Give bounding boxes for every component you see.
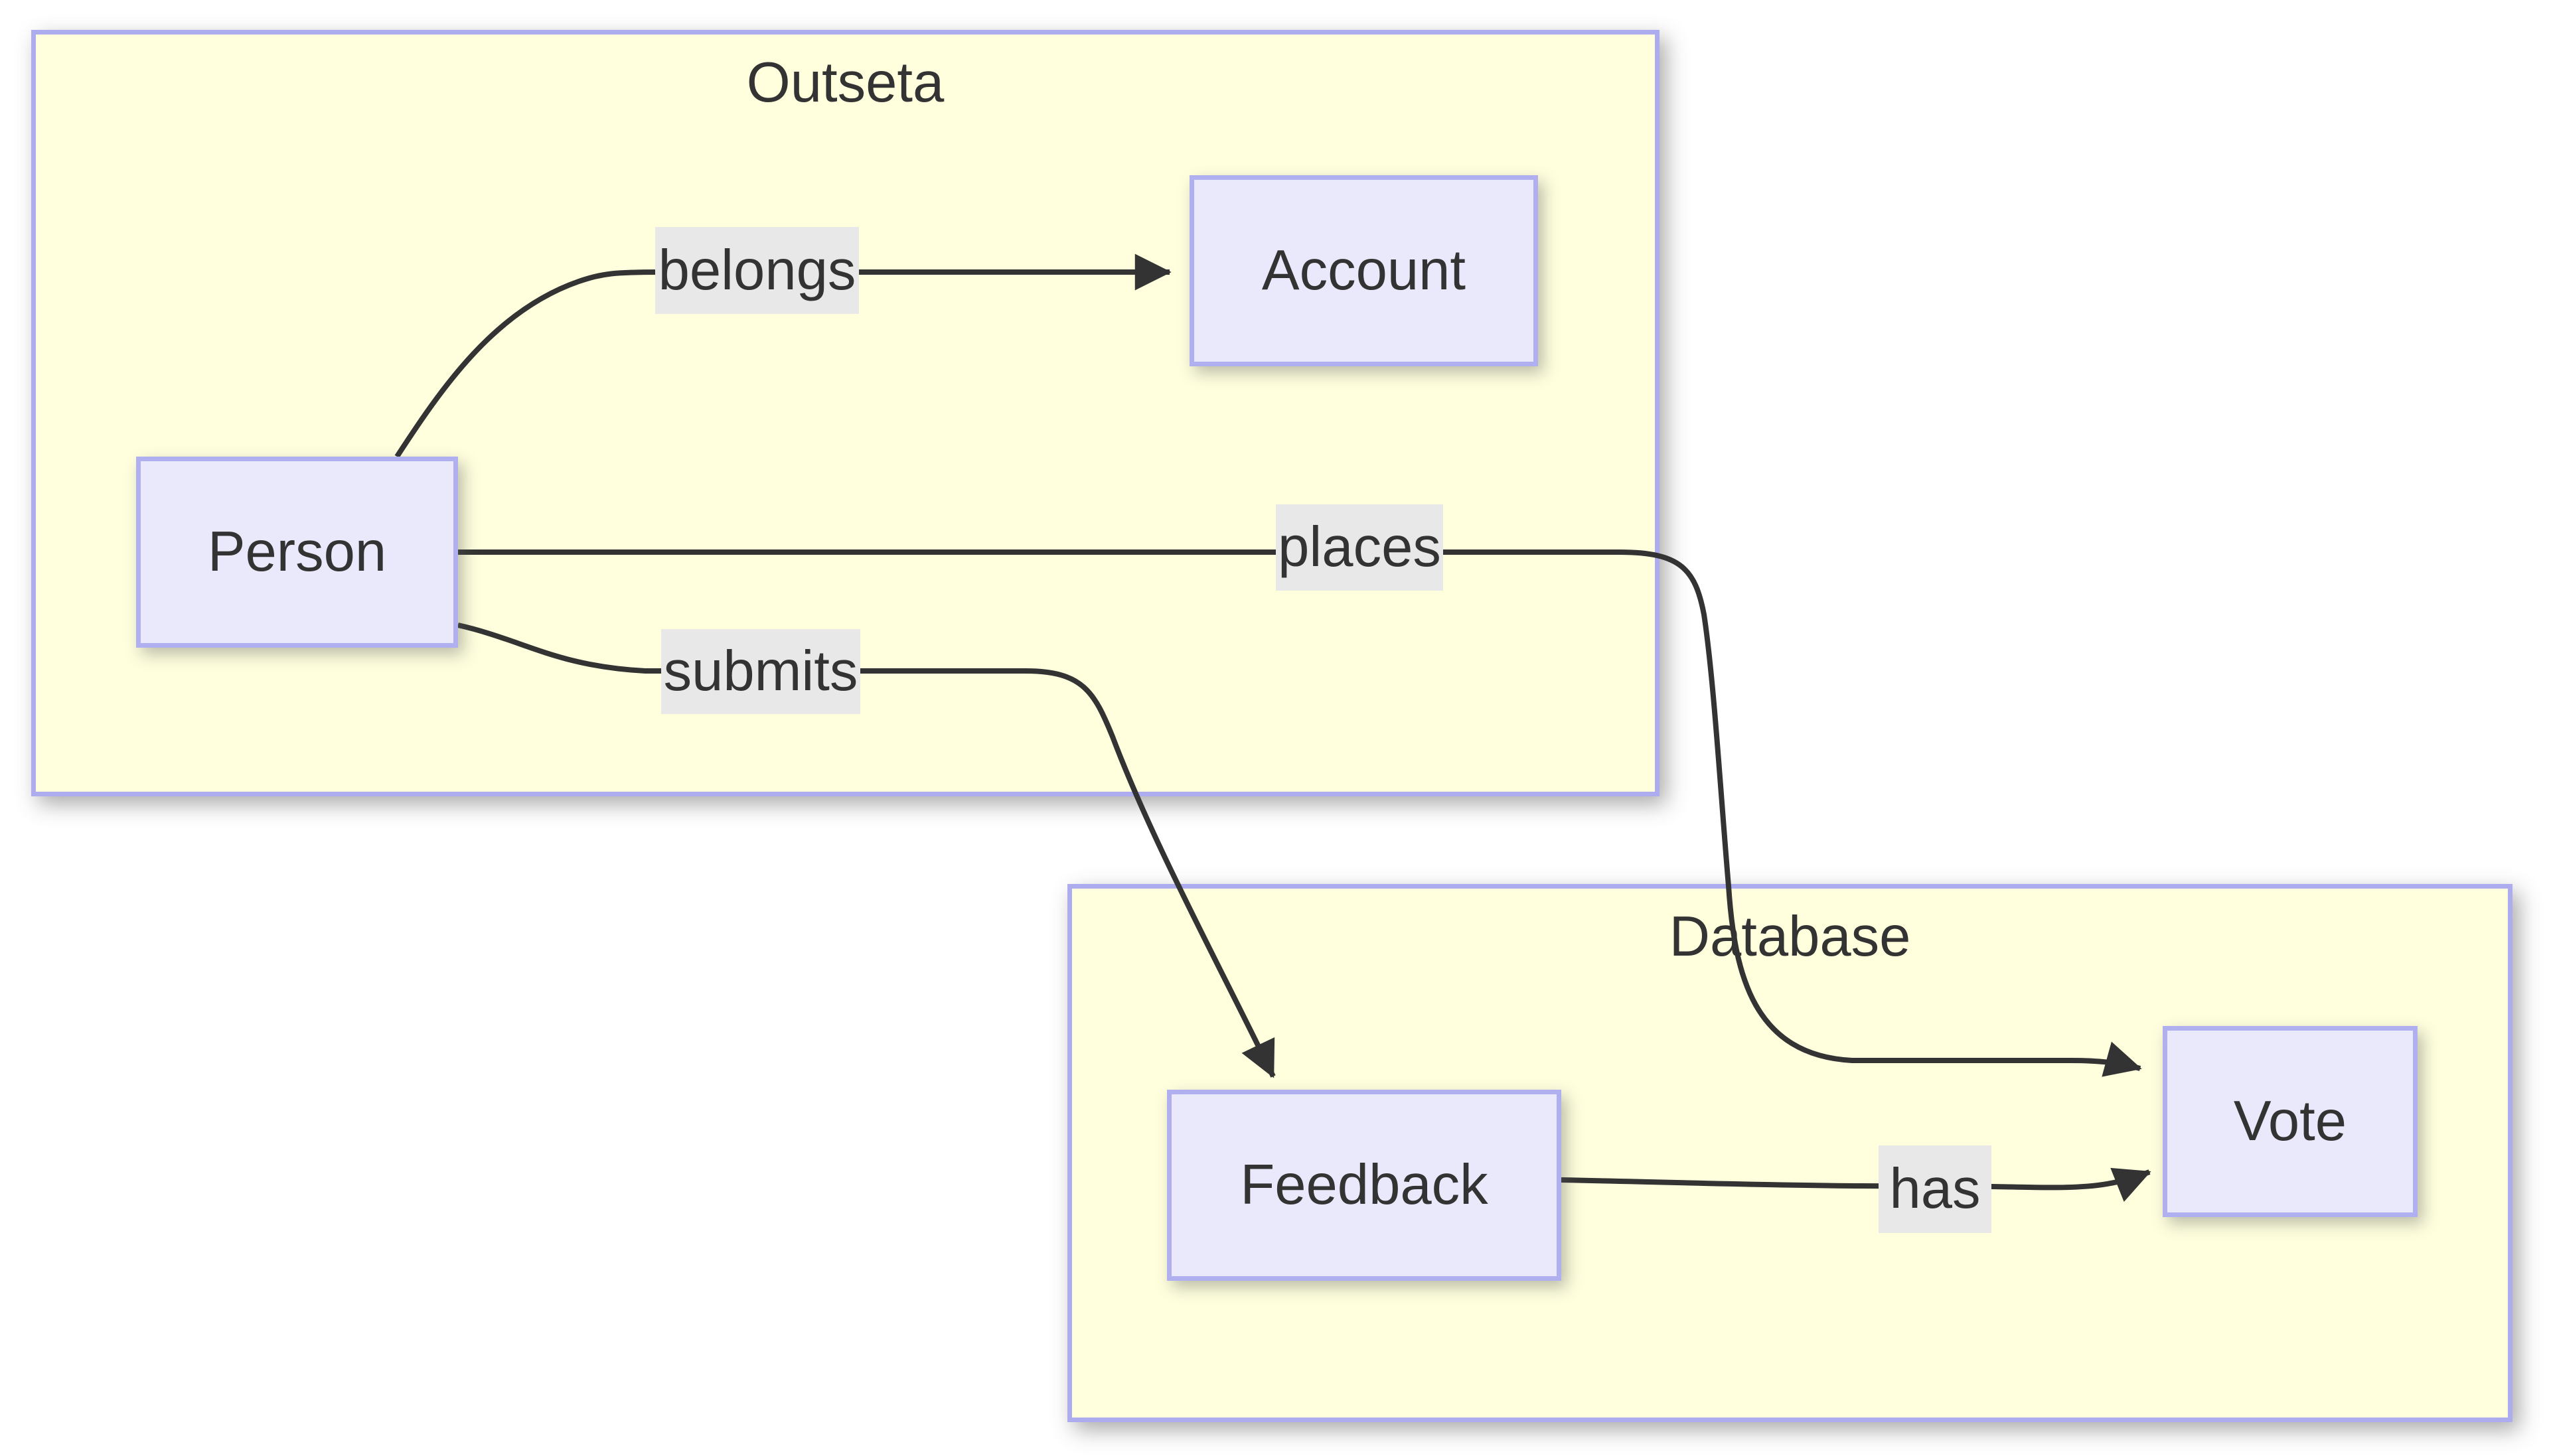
node-feedback-label: Feedback — [1240, 1153, 1488, 1217]
node-account: Account — [1190, 175, 1538, 366]
edge-person-feedback — [457, 622, 1276, 1078]
edge-label-belongs-text: belongs — [658, 238, 856, 302]
node-vote: Vote — [2163, 1026, 2418, 1217]
edge-label-belongs: belongs — [655, 227, 859, 314]
edge-label-has-text: has — [1889, 1157, 1981, 1221]
cluster-database-title: Database — [1669, 905, 1911, 968]
node-person: Person — [136, 457, 458, 648]
edge-person-vote — [458, 549, 2142, 1077]
edge-label-submits: submits — [661, 629, 860, 714]
node-feedback: Feedback — [1167, 1090, 1561, 1281]
node-vote-label: Vote — [2233, 1090, 2347, 1153]
edge-person-account — [394, 254, 1172, 459]
edge-feedback-vote — [1561, 1167, 2151, 1202]
node-account-label: Account — [1261, 239, 1466, 303]
cluster-outseta-title: Outseta — [746, 51, 945, 114]
edge-label-places: places — [1276, 504, 1443, 591]
edge-label-submits-text: submits — [663, 640, 858, 703]
edge-label-places-text: places — [1278, 516, 1441, 579]
edge-label-has: has — [1879, 1145, 1991, 1233]
node-person-label: Person — [207, 520, 387, 584]
